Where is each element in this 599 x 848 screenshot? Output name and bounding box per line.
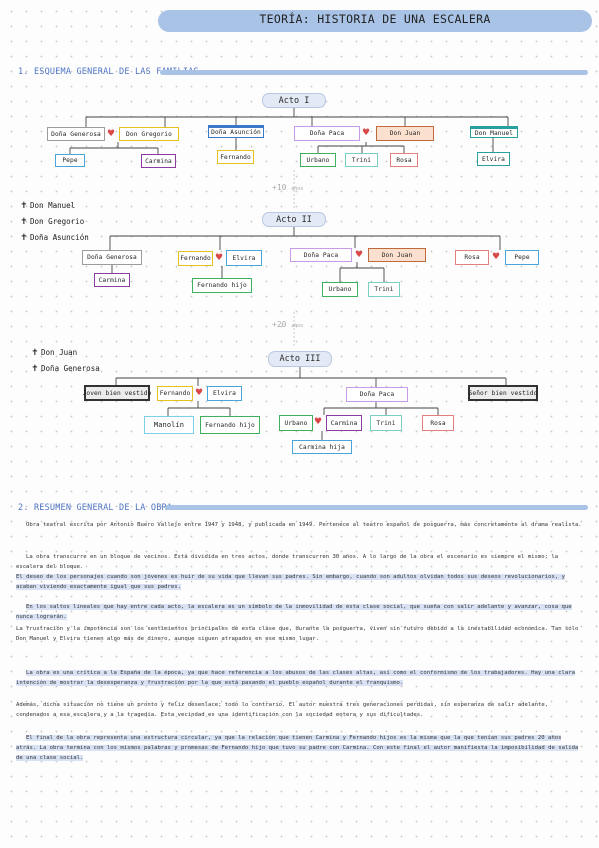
section-2-underline (165, 505, 588, 510)
title-banner (158, 10, 592, 32)
summary-paragraph-frustration: La frustración y la impotencia son los s… (16, 624, 584, 644)
page-title: TEORÍA: HISTORIA DE UNA ESCALERA (259, 12, 491, 26)
act2-urbano: Urbano (322, 282, 358, 297)
act3-carmina-hija: Carmina hija (292, 440, 352, 454)
section-1-underline (160, 70, 588, 75)
section-2-title: 2. RESUMEN GENERAL DE LA OBRA (18, 503, 173, 513)
summary-highlight: El final de la obra representa una estru… (16, 735, 579, 761)
act2-dona-generosa: Doña Generosa (82, 250, 142, 265)
act3-senor-bien-vestido: Señor bien vestido (468, 385, 538, 401)
summary-highlight: El deseo de los personajes cuando son jó… (16, 574, 565, 590)
act1-pepe: Pepe (55, 154, 85, 167)
heart-icon: ♥ (215, 253, 224, 263)
act2-fernando-hijo: Fernando hijo (192, 278, 252, 293)
act2-dona-paca: Doña Paca (290, 248, 352, 262)
heart-icon: ♥ (355, 250, 364, 260)
act1-don-juan: Don Juan (376, 126, 434, 141)
act1-carmina: Carmina (141, 154, 176, 168)
summary-paragraph-ending: El final de la obra representa una estru… (16, 733, 584, 763)
heart-icon: ♥ (107, 129, 116, 139)
act3-trini: Trini (370, 415, 402, 431)
summary-sentence: La obra transcurre en un bloque de vecin… (16, 554, 559, 570)
act1-rosa: Rosa (390, 153, 418, 167)
section-1-title: 1. ESQUEMA GENERAL DE LAS FAMILIAS (18, 67, 199, 77)
summary-highlight: En los saltos lineales que hay entre cad… (16, 604, 572, 620)
summary-paragraph-setting: La obra transcurre en un bloque de vecin… (16, 552, 584, 572)
act-2-label: Acto II (262, 212, 326, 227)
family-tree-connectors (69, 108, 509, 440)
act2-fernando: Fernando (178, 251, 213, 266)
act2-carmina: Carmina (94, 273, 130, 287)
heart-icon: ♥ (195, 388, 204, 398)
act3-manolin: Manolín (144, 416, 194, 434)
summary-paragraph-intro: Obra teatral escrita por Antonio Buero V… (26, 522, 582, 528)
act1-dona-asuncion: Doña Asunción (208, 125, 264, 138)
act2-elvira: Elvira (226, 250, 262, 266)
deceased-item: ✝Don Gregorio (21, 216, 85, 227)
act2-trini: Trini (368, 282, 400, 297)
act1-don-manuel: Don Manuel (470, 126, 518, 138)
summary-paragraph-desires: El deseo de los personajes cuando son jó… (16, 572, 584, 592)
deceased-item: ✝Don Manuel (21, 200, 76, 211)
deceased-item: ✝Doña Generosa (32, 363, 100, 374)
act3-fernando-hijo: Fernando hijo (200, 416, 260, 434)
act2-pepe: Pepe (505, 250, 539, 265)
summary-highlight: La obra es una crítica a la España de la… (16, 670, 575, 686)
act1-urbano: Urbano (300, 153, 336, 167)
summary-paragraph-generations: Además, dicha situación no tiene un pron… (16, 700, 584, 720)
act-1-label: Acto I (262, 93, 326, 108)
summary-paragraph-critique: La obra es una crítica a la España de la… (16, 668, 584, 688)
act3-fernando: Fernando (157, 386, 193, 401)
act-3-label: Acto III (268, 351, 332, 367)
deceased-item: ✝Don Juan (32, 347, 78, 358)
heart-icon: ♥ (492, 252, 501, 262)
act3-dona-paca: Doña Paca (346, 387, 408, 402)
heart-icon: ♥ (314, 417, 323, 427)
act1-don-gregorio: Don Gregorio (119, 127, 179, 141)
summary-sentence: Además, dicha situación no tiene un pron… (16, 702, 549, 718)
act1-elvira: Elvira (477, 152, 510, 166)
act2-rosa: Rosa (455, 250, 489, 265)
act3-rosa: Rosa (422, 415, 454, 431)
deceased-item: ✝Doña Asunción (21, 232, 89, 243)
act1-trini: Trini (345, 153, 378, 167)
time-gap-1: +10 años (272, 183, 304, 192)
act3-urbano: Urbano (279, 415, 313, 431)
act3-joven-bien-vestido: Joven bien vestido (83, 385, 151, 401)
heart-icon: ♥ (362, 128, 371, 138)
time-gap-2: +20 años (272, 320, 304, 329)
act2-don-juan: Don Juan (368, 248, 426, 262)
act1-fernando: Fernando (217, 150, 254, 164)
summary-sentence: La frustración y la impotencia son los s… (16, 626, 579, 642)
summary-paragraph-symbol: En los saltos lineales que hay entre cad… (16, 602, 584, 622)
act3-carmina: Carmina (326, 415, 362, 431)
act3-elvira: Elvira (207, 386, 242, 401)
act1-dona-paca: Doña Paca (294, 126, 360, 141)
act1-dona-generosa: Doña Generosa (47, 127, 105, 141)
